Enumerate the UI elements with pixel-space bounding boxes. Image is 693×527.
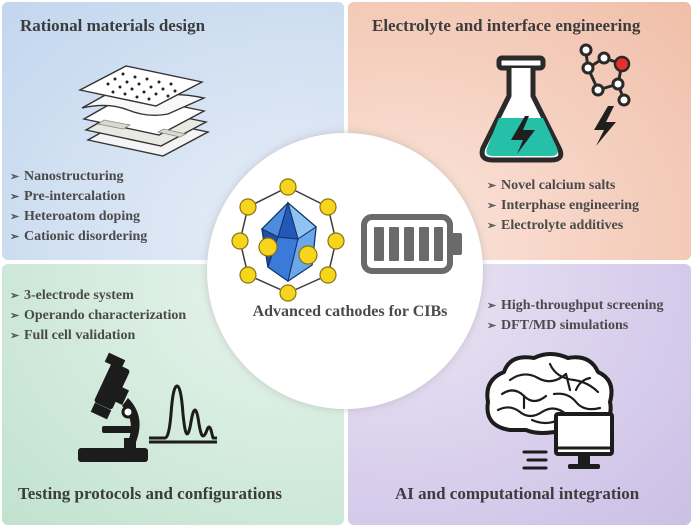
arrow-bullet-icon: ➢	[10, 191, 20, 203]
arrow-bullet-icon: ➢	[10, 231, 20, 243]
list-item: ➢Full cell validation	[10, 326, 186, 346]
computer-monitor-icon	[522, 412, 614, 470]
arrow-bullet-icon: ➢	[10, 211, 20, 223]
list-item: ➢High-throughput screening	[487, 296, 663, 316]
list-electrolyte-interface-engineering: ➢Novel calcium salts ➢Interphase enginee…	[487, 176, 639, 236]
list-item: ➢3-electrode system	[10, 286, 186, 306]
spectrum-peaks-icon	[149, 384, 217, 444]
list-item: ➢Nanostructuring	[10, 167, 147, 187]
title-rational-materials-design: Rational materials design	[20, 16, 206, 35]
list-item: ➢Heteroatom doping	[10, 207, 147, 227]
list-item: ➢Interphase engineering	[487, 196, 639, 216]
microscope-icon	[78, 352, 148, 462]
list-item: ➢Electrolyte additives	[487, 216, 639, 236]
title-testing-protocols: Testing protocols and configurations	[18, 484, 283, 503]
arrow-bullet-icon: ➢	[10, 290, 20, 302]
center-label: Advanced cathodes for CIBs	[252, 303, 448, 320]
arrow-bullet-icon: ➢	[10, 171, 20, 183]
list-item: ➢Novel calcium salts	[487, 176, 639, 196]
list-ai-computational: ➢High-throughput screening ➢DFT/MD simul…	[487, 296, 663, 336]
list-item: ➢Operando characterization	[10, 306, 186, 326]
title-electrolyte-interface-engineering: Electrolyte and interface engineering	[372, 16, 641, 35]
title-ai-computational: AI and computational integration	[395, 484, 640, 503]
polyhedron-crystal-icon	[231, 178, 345, 302]
arrow-bullet-icon: ➢	[10, 310, 20, 322]
arrow-bullet-icon: ➢	[487, 300, 497, 312]
layered-sheets-icon	[77, 65, 211, 157]
molecule-icon	[579, 43, 631, 146]
arrow-bullet-icon: ➢	[487, 220, 497, 232]
arrow-bullet-icon: ➢	[487, 180, 497, 192]
list-item: ➢Pre-intercalation	[10, 187, 147, 207]
lightning-flask-icon	[479, 55, 564, 163]
arrow-bullet-icon: ➢	[10, 330, 20, 342]
arrow-bullet-icon: ➢	[487, 200, 497, 212]
list-item: ➢DFT/MD simulations	[487, 316, 663, 336]
list-testing-protocols: ➢3-electrode system ➢Operando characteri…	[10, 286, 186, 346]
list-rational-materials-design: ➢Nanostructuring ➢Pre-intercalation ➢Het…	[10, 167, 147, 247]
arrow-bullet-icon: ➢	[487, 320, 497, 332]
list-item: ➢Cationic disordering	[10, 227, 147, 247]
battery-icon	[361, 214, 462, 274]
